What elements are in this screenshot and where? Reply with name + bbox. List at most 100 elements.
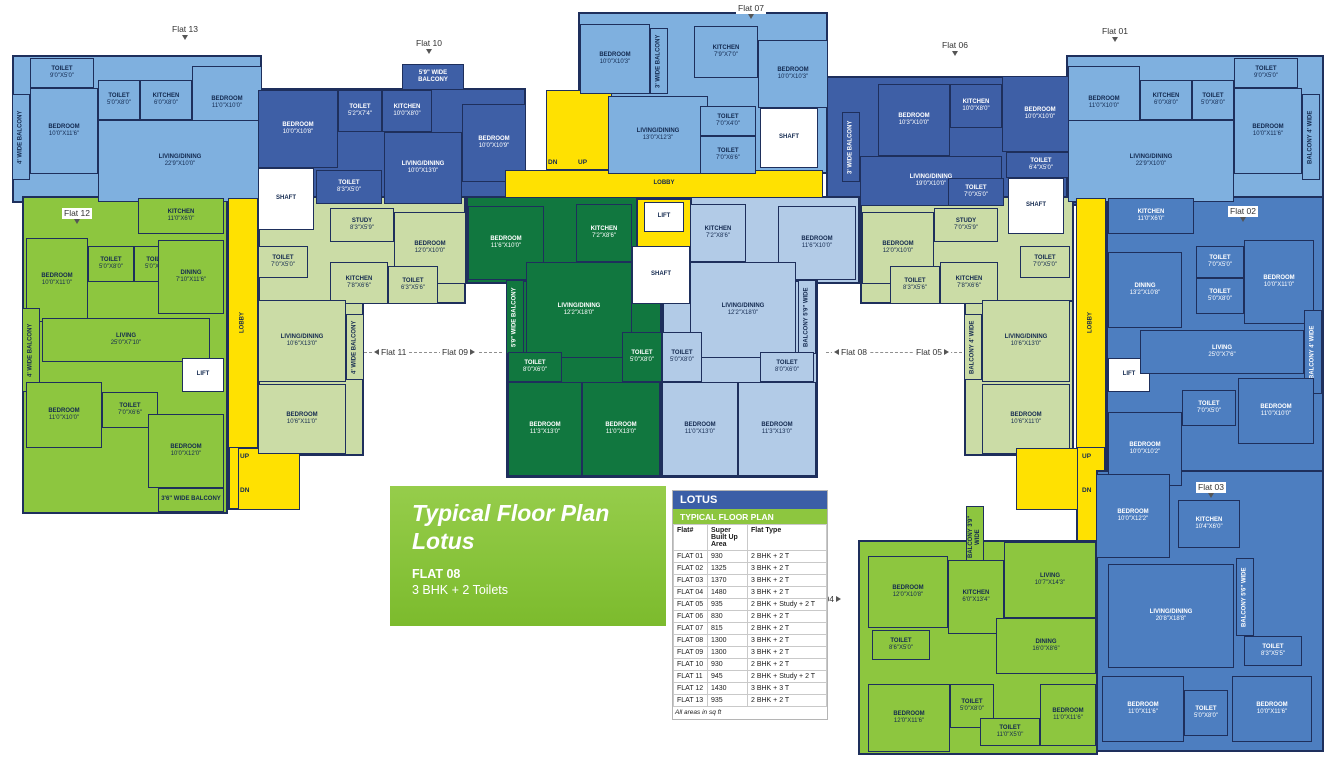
flat-callout-flat-09: Flat 09 — [440, 347, 477, 358]
legend-grid: Flat# Super Built Up Area Flat Type FLAT… — [673, 524, 827, 707]
arrow-right-icon — [836, 596, 841, 603]
legend-cell-type: 2 BHK + Study + 2 T — [747, 598, 827, 611]
room-stairs — [238, 448, 300, 510]
legend-cell-type: 2 BHK + Study + 2 T — [747, 670, 827, 683]
legend-cell-area: 815 — [707, 622, 748, 635]
legend-cell-flat: FLAT 03 — [673, 574, 708, 587]
arrow-down-icon — [426, 48, 432, 54]
stair-direction-label: UP — [1082, 453, 1092, 460]
legend-cell-flat: FLAT 01 — [673, 550, 708, 563]
legend-cell-type: 3 BHK + 2 T — [747, 586, 827, 599]
legend-col-type: Flat Type — [747, 524, 827, 551]
room-5-9-wide-balcony: 5'9" WIDE BALCONY — [506, 280, 524, 354]
arrow-down-icon — [1240, 216, 1246, 222]
legend-cell-flat: FLAT 04 — [673, 586, 708, 599]
dashed-separator-line — [364, 352, 502, 353]
highlighted-flat-label: FLAT 08 — [412, 567, 461, 582]
flat-callout-flat-13: Flat 13 — [170, 24, 200, 40]
highlighted-flat-type: 3 BHK + 2 Toilets — [412, 583, 509, 598]
legend-cell-flat: FLAT 12 — [673, 682, 708, 695]
room-3-wide-balcony: 3' WIDE BALCONY — [650, 28, 668, 94]
legend-header-row: Flat# Super Built Up Area Flat Type — [673, 524, 827, 551]
arrow-right-icon — [470, 349, 475, 356]
room-lobby: LOBBY — [1076, 198, 1106, 448]
plan-title-line1: Typical Floor Plan — [412, 500, 610, 526]
flat-callout-label: Flat 12 — [64, 208, 90, 218]
stair-direction-label: DN — [240, 487, 250, 494]
flat-callout-flat-03: Flat 03 — [1196, 482, 1226, 498]
legend-title: LOTUS — [673, 491, 827, 509]
legend-cell-area: 935 — [707, 694, 748, 707]
legend-cell-flat: FLAT 08 — [673, 634, 708, 647]
legend-cell-type: 3 BHK + 2 T — [747, 634, 827, 647]
flat-callout-label: Flat 01 — [1102, 26, 1128, 36]
flat-callout-label: Flat 10 — [416, 38, 442, 48]
legend-cell-area: 945 — [707, 670, 748, 683]
legend-cell-type: 3 BHK + 2 T — [747, 562, 827, 575]
legend-cell-type: 2 BHK + 2 T — [747, 550, 827, 563]
flat-callout-flat-07: Flat 07 — [736, 3, 766, 19]
flat-callout-flat-06: Flat 06 — [940, 40, 970, 56]
legend-cell-area: 1480 — [707, 586, 748, 599]
flat-callout-label: Flat 06 — [942, 40, 968, 50]
flat-callout-flat-01: Flat 01 — [1100, 26, 1130, 42]
flat-callout-label: Flat 09 — [442, 347, 468, 357]
legend-cell-type: 3 BHK + 2 T — [747, 646, 827, 659]
stair-direction-label: DN — [1082, 487, 1092, 494]
room-lift: LIFT — [644, 202, 684, 232]
legend-cell-flat: FLAT 07 — [673, 622, 708, 635]
legend-cell-flat: FLAT 09 — [673, 646, 708, 659]
legend-cell-area: 830 — [707, 610, 748, 623]
flat-callout-label: Flat 07 — [738, 3, 764, 13]
legend-cell-area: 930 — [707, 550, 748, 563]
room-balcony-3-9-wide: BALCONY 3'9" WIDE — [966, 506, 984, 568]
stair-direction-label: UP — [578, 159, 588, 166]
room-balcony-4-wide: BALCONY 4' WIDE — [1302, 94, 1320, 180]
room-stairs — [1016, 448, 1078, 510]
arrow-left-icon — [834, 349, 839, 356]
room-balcony-4-wide: BALCONY 4' WIDE — [964, 314, 982, 380]
